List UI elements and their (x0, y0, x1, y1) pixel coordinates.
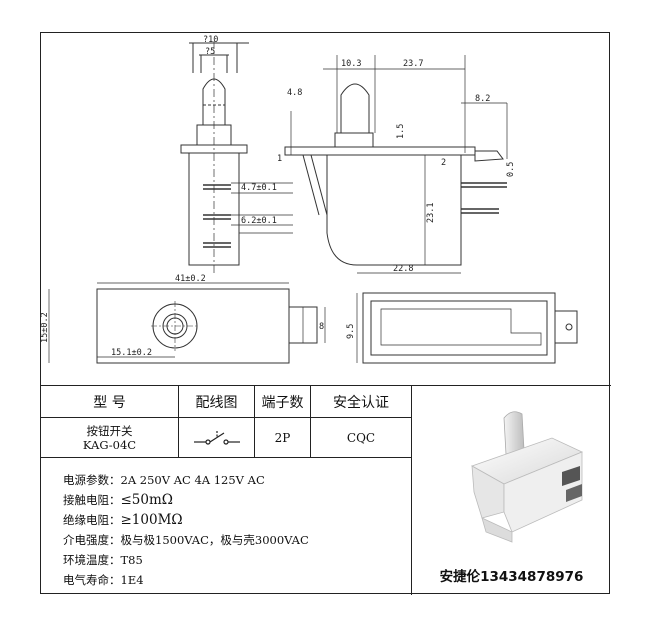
dim-1: 1 (277, 154, 282, 164)
dim-41: 41±0.2 (175, 274, 206, 284)
dim-phi10: ?10 (203, 35, 218, 45)
drawing-svg: ?10 ?5 4.7±0.1 6.2±0.1 10.3 23.7 4.8 8.2… (41, 35, 578, 364)
table-header-row: 型 号 配线图 端子数 安全认证 (41, 386, 411, 418)
dim-6-2: 6.2±0.1 (241, 216, 277, 226)
switch-symbol-icon (193, 430, 240, 445)
certification-cell: CQC (346, 430, 376, 445)
dim-10-3: 10.3 (341, 59, 361, 69)
spec-dielectric-strength: 介电强度：极与极1500VAC，极与壳3000VAC (63, 533, 309, 547)
header-terminals: 端子数 (255, 386, 311, 417)
header-model: 型 号 (41, 386, 179, 417)
spec-ambient-temperature: 环境温度：T85 (63, 553, 143, 567)
spec-table: 型 号 配线图 端子数 安全认证 按钮开关 KAG-04C 2P (41, 385, 411, 595)
terminals-cell: 2P (255, 418, 311, 457)
dim-4-8: 4.8 (287, 88, 302, 98)
dim-22-8: 22.8 (393, 264, 413, 274)
side-view (180, 41, 293, 273)
model-cell: 按钮开关 KAG-04C (41, 418, 179, 457)
switch-product-icon (471, 411, 583, 543)
dim-8-2: 8.2 (475, 94, 490, 104)
table-data-row: 按钮开关 KAG-04C 2P CQC (41, 418, 411, 458)
product-photo-panel: 安捷伦13434878976 (411, 385, 611, 595)
spec-power: 电源参数：2A 250V AC 4A 125V AC (63, 473, 265, 487)
header-wiring: 配线图 (179, 386, 255, 417)
technical-drawing: ?10 ?5 4.7±0.1 6.2±0.1 10.3 23.7 4.8 8.2… (41, 33, 611, 385)
spec-contact-resistance: 接触电阻：≤50mΩ (63, 492, 173, 508)
dim-0-5: 0.5 (506, 162, 516, 177)
dim-8: 8 (319, 322, 324, 332)
bottom-view (356, 292, 578, 364)
dim-9-5: 9.5 (346, 324, 356, 339)
dim-15-1: 15.1±0.2 (111, 348, 152, 358)
drawing-sheet: ?10 ?5 4.7±0.1 6.2±0.1 10.3 23.7 4.8 8.2… (40, 32, 611, 595)
header-certification: 安全认证 (333, 394, 389, 411)
spec-list: 电源参数：2A 250V AC 4A 125V AC 接触电阻：≤50mΩ 绝缘… (63, 470, 309, 590)
contact-info: 安捷伦13434878976 (439, 569, 584, 585)
wiring-cell (179, 418, 255, 457)
dim-4-7: 4.7±0.1 (241, 183, 277, 193)
dim-1-5: 1.5 (396, 124, 406, 139)
dim-15: 15±0.2 (41, 312, 50, 343)
spec-electrical-life: 电气寿命：1E4 (63, 573, 144, 587)
top-view (48, 282, 326, 364)
model-name: 按钮开关 (86, 423, 133, 438)
spec-insulation-resistance: 绝缘电阻：≥100MΩ (63, 512, 183, 528)
dim-phi5: ?5 (205, 47, 215, 57)
dim-2: 2 (441, 158, 446, 168)
model-code: KAG-04C (82, 437, 137, 452)
dim-23-7: 23.7 (403, 59, 423, 69)
dim-23-1: 23.1 (426, 203, 436, 223)
front-view (284, 55, 508, 274)
